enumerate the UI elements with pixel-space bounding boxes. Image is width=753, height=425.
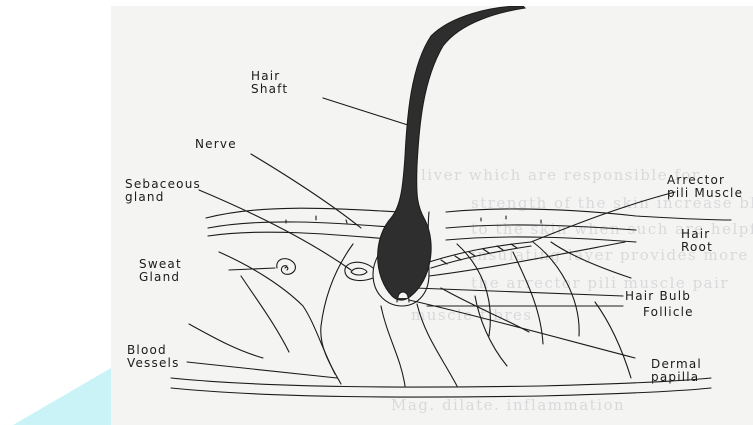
label-hair-shaft: Hair Shaft bbox=[251, 70, 288, 96]
label-follicle: Follicle bbox=[643, 306, 694, 319]
leader-dermal-papilla bbox=[409, 300, 635, 358]
label-sweat-gland: Sweat Gland bbox=[139, 258, 182, 284]
label-hair-bulb: Hair Bulb bbox=[625, 290, 691, 303]
arrector-pili-muscle bbox=[429, 242, 531, 268]
paper-sheet: liver which are responsible for strength… bbox=[111, 6, 753, 425]
label-nerve: Nerve bbox=[195, 138, 237, 151]
sebaceous-gland-shape bbox=[345, 262, 373, 280]
leader-hair-shaft bbox=[323, 98, 411, 126]
label-arrector-pili: Arrector pili Muscle bbox=[667, 174, 743, 200]
label-blood-vessels: Blood Vessels bbox=[127, 344, 180, 370]
label-hair-root: Hair Root bbox=[681, 228, 713, 254]
label-sebaceous-gland: Sebaceous gland bbox=[125, 178, 201, 204]
blood-vessel-base bbox=[171, 378, 711, 387]
sweat-gland-shape bbox=[277, 259, 296, 275]
leader-sebaceous bbox=[199, 190, 351, 270]
leader-hair-bulb bbox=[415, 288, 623, 296]
epidermis-outline bbox=[206, 208, 731, 220]
leader-blood-vessels bbox=[187, 362, 337, 378]
leader-nerve bbox=[251, 154, 361, 228]
label-dermal-papilla: Dermal papilla bbox=[651, 358, 702, 384]
